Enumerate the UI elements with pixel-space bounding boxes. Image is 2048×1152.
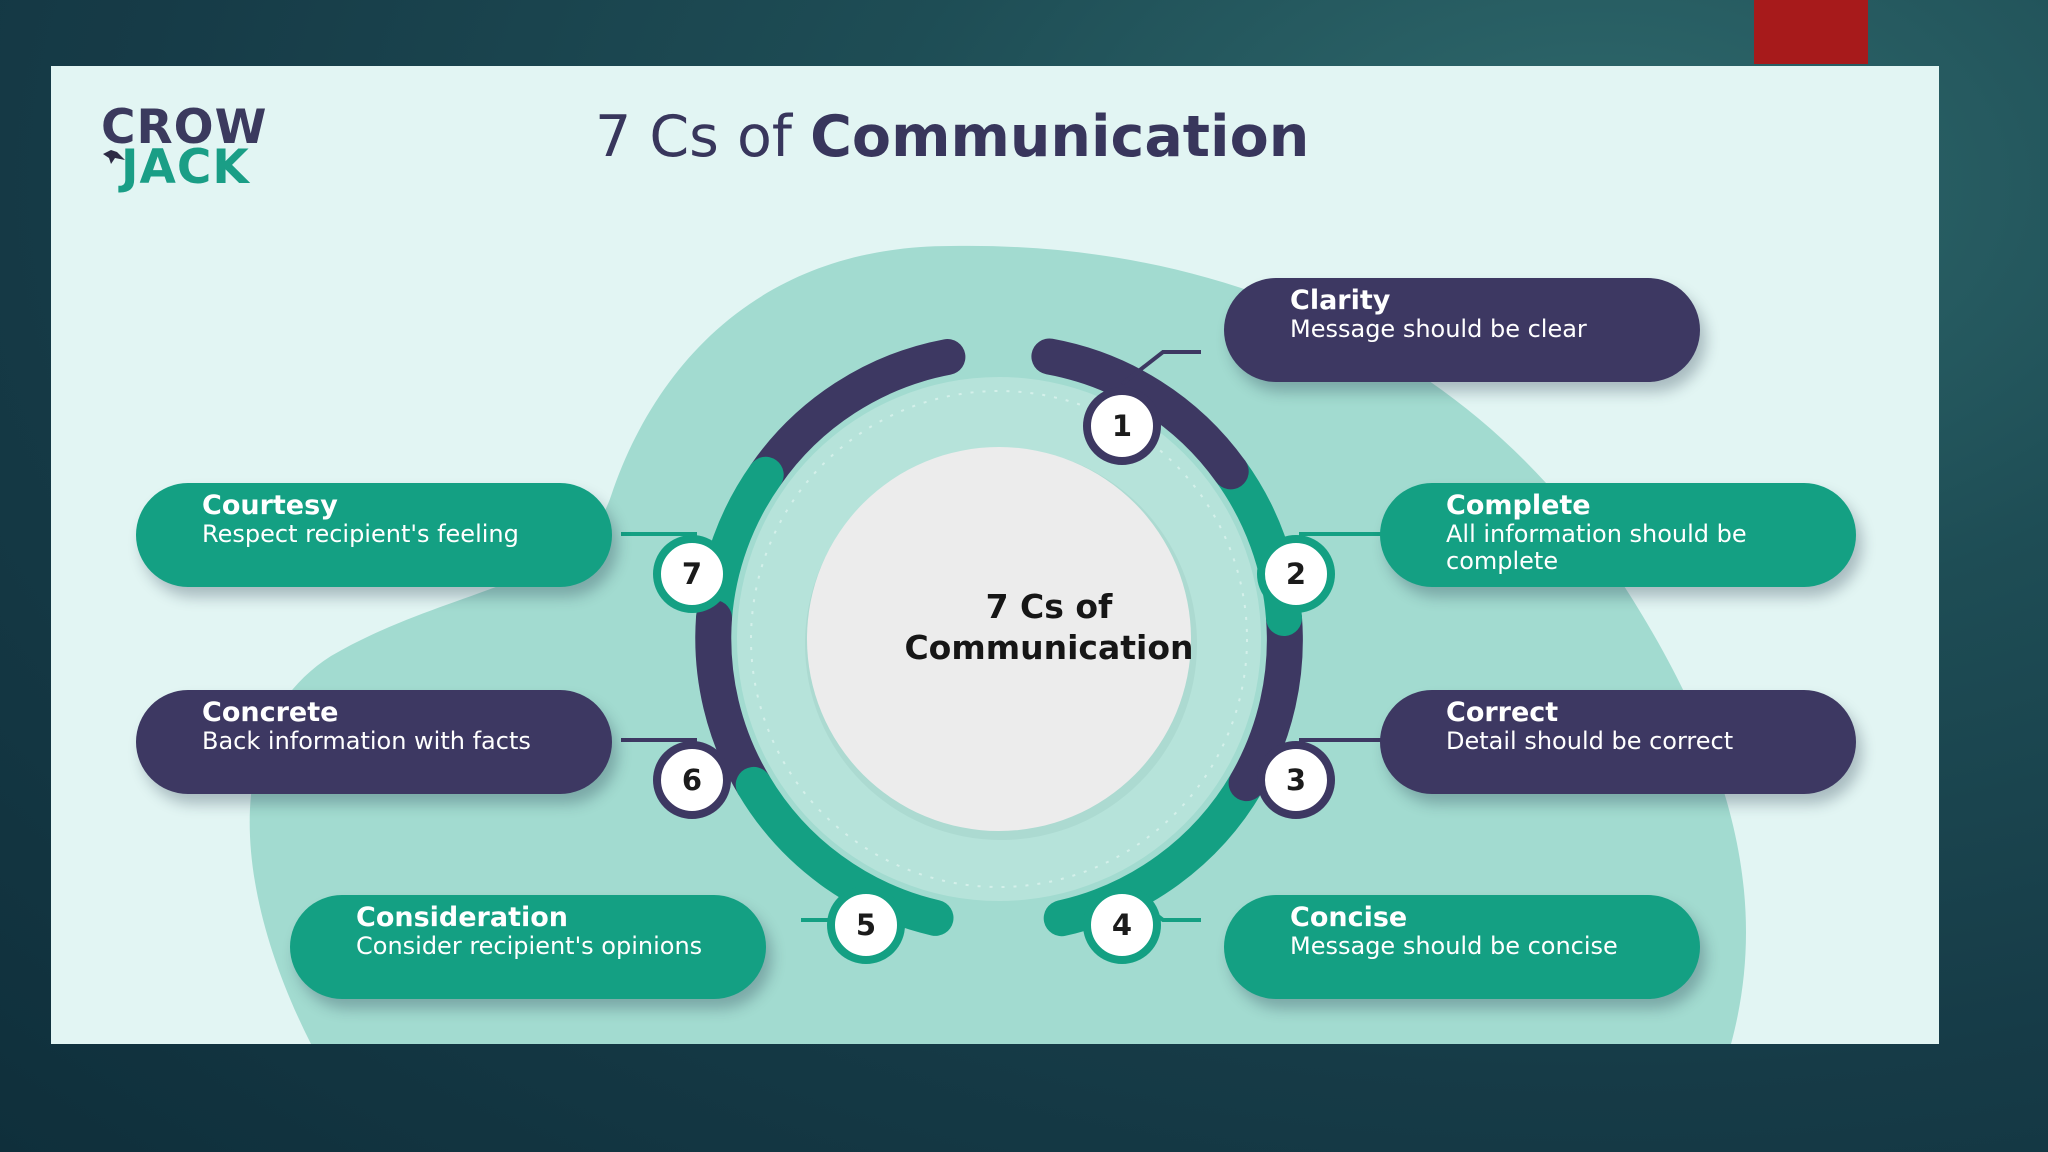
page-title: 7 Cs of Communication	[595, 104, 1309, 170]
number-badge-4: 4	[1083, 886, 1161, 964]
red-corner-tab	[1754, 0, 1868, 64]
number-badge-1: 1	[1083, 387, 1161, 465]
number-badge-3: 3	[1257, 741, 1335, 819]
item-courtesy: Courtesy Respect recipient's feeling	[136, 483, 612, 587]
diagram-graphics	[249, 245, 1746, 1044]
item-concise: Concise Message should be concise	[1224, 895, 1700, 999]
item-description: Consider recipient's opinions	[356, 932, 703, 960]
center-label-line2: Communication	[904, 628, 1194, 667]
item-description: Detail should be correct	[1446, 727, 1734, 755]
logo-text-bottom: JACK	[121, 140, 250, 195]
crowjack-logo: CROW JACK	[101, 104, 271, 194]
slide: CROW JACK 7 Cs of Communication 7 Cs of …	[51, 66, 1939, 1044]
number-badge-7: 7	[653, 535, 731, 613]
item-description: Message should be concise	[1290, 932, 1618, 960]
item-consideration: Consideration Consider recipient's opini…	[290, 895, 766, 999]
logo-text-top: CROW	[101, 100, 268, 155]
item-heading: Clarity	[1290, 285, 1391, 316]
number-badge-6: 6	[653, 741, 731, 819]
center-label-line1: 7 Cs of	[985, 587, 1113, 626]
item-concrete: Concrete Back information with facts	[136, 690, 612, 794]
item-heading: Concise	[1290, 902, 1408, 933]
connectors	[621, 350, 1381, 922]
item-clarity: Clarity Message should be clear	[1224, 278, 1700, 382]
title-light: 7 Cs of	[595, 104, 792, 170]
item-heading: Correct	[1446, 697, 1559, 728]
number-badge-2: 2	[1257, 535, 1335, 613]
center-label: 7 Cs of Communication	[799, 586, 1299, 668]
item-description: Back information with facts	[202, 727, 531, 755]
item-description: Message should be clear	[1290, 315, 1587, 343]
item-complete: Complete All information should be compl…	[1380, 483, 1856, 587]
number-badge-5: 5	[827, 886, 905, 964]
item-heading: Consideration	[356, 902, 569, 933]
item-description: All information should be complete	[1446, 520, 1747, 575]
item-heading: Courtesy	[202, 490, 338, 521]
crow-bird-icon	[103, 150, 125, 164]
item-heading: Complete	[1446, 490, 1591, 521]
item-description: Respect recipient's feeling	[202, 520, 519, 548]
item-correct: Correct Detail should be correct	[1380, 690, 1856, 794]
item-heading: Concrete	[202, 697, 339, 728]
title-bold: Communication	[810, 104, 1310, 170]
